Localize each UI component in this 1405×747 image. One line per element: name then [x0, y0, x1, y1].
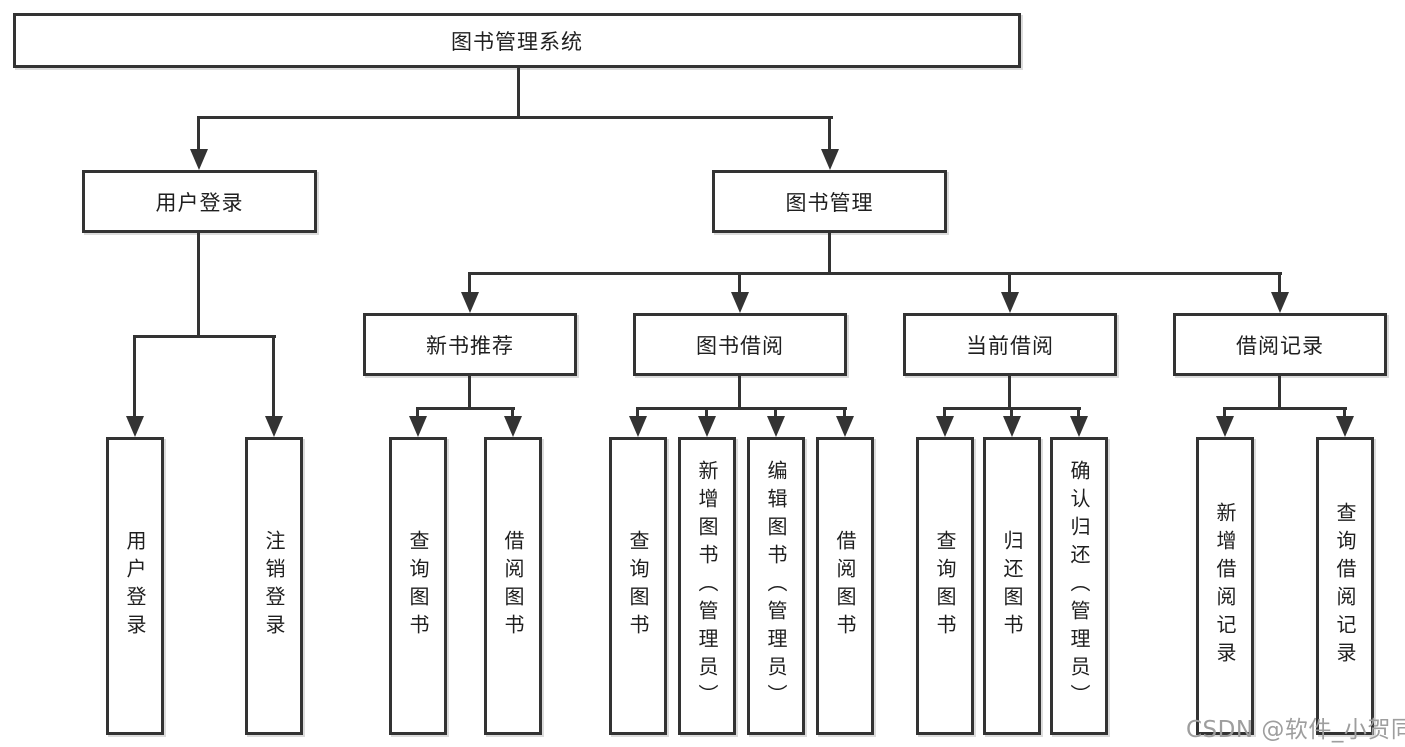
- node-label: 用户登录: [123, 530, 147, 642]
- node-label: 图书借阅: [696, 333, 784, 358]
- node-current-borrowing: 当前借阅: [903, 313, 1117, 376]
- arrowhead-down-icon: [821, 149, 839, 170]
- connector-line: [738, 376, 741, 409]
- connector-line: [1343, 407, 1346, 420]
- arrowhead-down-icon: [698, 416, 716, 437]
- arrowhead-down-icon: [731, 292, 749, 313]
- connector-line: [198, 116, 833, 119]
- connector-line: [469, 272, 1282, 275]
- connector-line: [1010, 407, 1013, 420]
- node-borrowing-add-books-admin: 新增图书（管理员）: [678, 437, 736, 735]
- node-label: 注销登录: [262, 530, 286, 642]
- node-current-query-books: 查询图书: [916, 437, 974, 735]
- arrowhead-down-icon: [190, 149, 208, 170]
- connector-line: [843, 407, 846, 420]
- connector-line: [468, 376, 471, 409]
- node-current-confirm-return-admin: 确认归还（管理员）: [1050, 437, 1108, 735]
- connector-line: [272, 335, 275, 419]
- node-label: 查询图书: [626, 530, 650, 642]
- connector-line: [943, 407, 946, 420]
- node-current-return-books: 归还图书: [983, 437, 1041, 735]
- connector-line: [738, 272, 741, 296]
- node-borrowing-borrow-books: 借阅图书: [816, 437, 874, 735]
- arrowhead-down-icon: [936, 416, 954, 437]
- node-label: 新书推荐: [426, 333, 514, 358]
- arrowhead-down-icon: [1070, 416, 1088, 437]
- node-borrowing-edit-books-admin: 编辑图书（管理员）: [747, 437, 805, 735]
- arrowhead-down-icon: [1336, 416, 1354, 437]
- connector-line: [468, 272, 471, 296]
- node-label: 用户登录: [155, 190, 244, 215]
- arrowhead-down-icon: [1001, 292, 1019, 313]
- node-records-query-record: 查询借阅记录: [1316, 437, 1374, 735]
- connector-line: [828, 116, 831, 152]
- connector-line: [1008, 272, 1011, 296]
- connector-line: [197, 233, 200, 337]
- connector-line: [416, 407, 419, 420]
- connector-line: [705, 407, 708, 420]
- node-user-login: 用户登录: [82, 170, 317, 233]
- connector-line: [517, 68, 520, 119]
- node-borrowing-query-books: 查询图书: [609, 437, 667, 735]
- node-library-system: 图书管理系统: [13, 13, 1021, 68]
- node-label: 新增借阅记录: [1213, 502, 1237, 670]
- connector-line: [774, 407, 777, 420]
- connector-line: [1223, 407, 1226, 420]
- node-book-management: 图书管理: [712, 170, 947, 233]
- connector-line: [1008, 376, 1011, 409]
- arrowhead-down-icon: [1271, 292, 1289, 313]
- node-book-borrowing: 图书借阅: [633, 313, 847, 376]
- arrowhead-down-icon: [836, 416, 854, 437]
- connector-line: [828, 233, 831, 275]
- connector-line: [1077, 407, 1080, 420]
- connector-line: [511, 407, 514, 420]
- node-label: 查询图书: [406, 530, 430, 642]
- node-label: 确认归还（管理员）: [1067, 460, 1091, 712]
- connector-line: [1224, 407, 1347, 410]
- arrowhead-down-icon: [265, 416, 283, 437]
- connector-line: [637, 407, 847, 410]
- connector-line: [636, 407, 639, 420]
- node-label: 当前借阅: [966, 333, 1054, 358]
- node-label: 图书管理系统: [451, 29, 583, 54]
- node-user-login-leaf: 用户登录: [106, 437, 164, 735]
- connector-line: [417, 407, 515, 410]
- node-label: 借阅图书: [501, 530, 525, 642]
- csdn-watermark: CSDN @软件_小贺同学: [1186, 717, 1405, 743]
- arrowhead-down-icon: [1216, 416, 1234, 437]
- node-label: 查询图书: [933, 530, 957, 642]
- connector-line: [133, 335, 136, 419]
- node-label: 新增图书（管理员）: [695, 460, 719, 712]
- connector-line: [134, 335, 276, 338]
- node-borrowing-records: 借阅记录: [1173, 313, 1387, 376]
- node-new-book-recommendation: 新书推荐: [363, 313, 577, 376]
- arrowhead-down-icon: [1003, 416, 1021, 437]
- arrowhead-down-icon: [767, 416, 785, 437]
- node-label: 查询借阅记录: [1333, 502, 1357, 670]
- node-label: 借阅记录: [1236, 333, 1324, 358]
- arrowhead-down-icon: [409, 416, 427, 437]
- connector-line: [1278, 376, 1281, 409]
- connector-line: [197, 116, 200, 152]
- connector-line: [1278, 272, 1281, 296]
- node-label: 借阅图书: [833, 530, 857, 642]
- arrowhead-down-icon: [461, 292, 479, 313]
- arrowhead-down-icon: [126, 416, 144, 437]
- node-logout-leaf: 注销登录: [245, 437, 303, 735]
- node-label: 归还图书: [1000, 530, 1024, 642]
- node-label: 图书管理: [785, 190, 874, 215]
- node-records-add-record: 新增借阅记录: [1196, 437, 1254, 735]
- node-label: 编辑图书（管理员）: [764, 460, 788, 712]
- node-newrec-borrow-books: 借阅图书: [484, 437, 542, 735]
- arrowhead-down-icon: [504, 416, 522, 437]
- node-newrec-query-books: 查询图书: [389, 437, 447, 735]
- arrowhead-down-icon: [629, 416, 647, 437]
